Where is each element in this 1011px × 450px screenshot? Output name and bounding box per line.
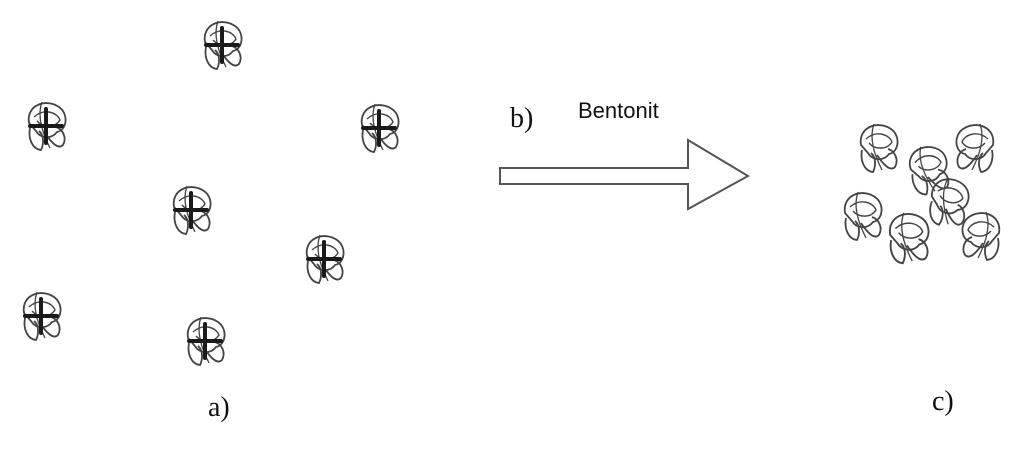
clay-particle-with-plus-charge-icon [172,185,212,235]
panel-a-label: a) [208,392,230,423]
clay-particle-with-plus-charge-icon [186,316,226,366]
aggregated-floc [843,123,1001,265]
dispersed-particles [22,20,400,366]
clay-particle-icon [859,123,899,173]
right-arrow-icon [499,138,751,211]
clay-particle-icon [888,211,930,265]
reagent-label: Bentonit [578,98,659,123]
clay-particle-icon [955,123,995,173]
clay-particle-with-plus-charge-icon [305,234,345,284]
panel-b-label: b) [510,103,534,134]
clay-particle-icon [961,211,1001,261]
clay-particle-with-plus-charge-icon [27,101,67,151]
clay-particle-with-plus-charge-icon [360,103,400,153]
clay-particle-with-plus-charge-icon [203,20,243,70]
clay-particle-with-plus-charge-icon [22,291,62,341]
panel-c-label: c) [932,386,954,417]
clay-particle-icon [843,191,883,241]
